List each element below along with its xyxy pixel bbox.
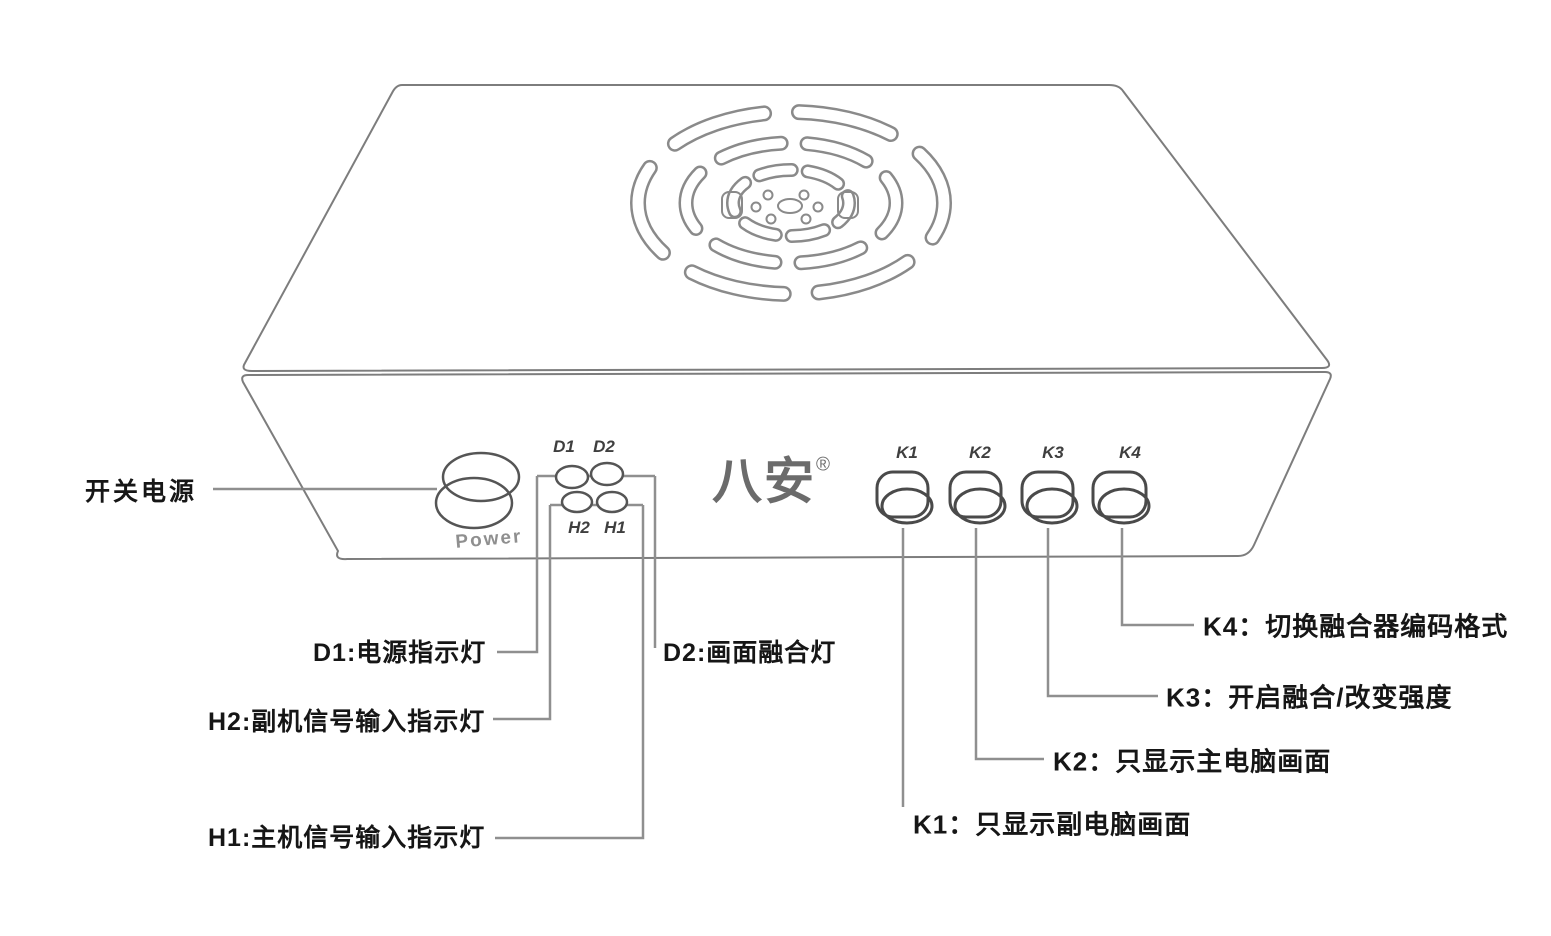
led-h1 [595,490,629,514]
button-k4 [1091,470,1151,525]
callout-k2: K2：只显示主电脑画面 [1053,746,1332,777]
power-knob [434,451,521,530]
grille-center-hole [777,198,803,214]
callout-k4: K4：切换融合器编码格式 [1203,611,1509,642]
device-top-face [242,84,1331,373]
button-k3 [1020,470,1079,525]
callout-k3: K3：开启融合/改变强度 [1166,682,1453,713]
led-label-d1: D1 [553,437,575,456]
d1-callout-line [497,476,539,654]
callout-d2: D2:画面融合灯 [663,639,837,667]
button-label-k2: K2 [969,443,991,462]
k2-callout-line [974,528,1044,761]
led-label-d2: D2 [593,437,615,456]
k-buttons [875,470,1151,525]
callout-d1: D1:电源指示灯 [313,639,487,667]
k3-callout-line [1046,528,1158,698]
fan-grille [630,104,952,302]
registered-mark-icon: ® [816,454,830,476]
led-d1 [554,464,590,490]
device-front-face [241,370,1332,561]
callout-h2: H2:副机信号输入指示灯 [208,708,486,736]
button-label-k3: K3 [1042,443,1064,462]
brand-logo-text: 八安 [712,453,816,510]
button-label-k4: K4 [1119,443,1141,462]
k4-callout-line [1120,528,1194,627]
led-label-h1: H1 [604,518,626,537]
callout-h1: H1:主机信号输入指示灯 [208,824,486,852]
led-h2 [560,490,594,514]
led-d2 [589,461,625,487]
led-label-h2: H2 [568,518,590,537]
button-k2 [948,470,1007,525]
brand-logo: 八安® [712,456,830,507]
h1-callout-line [495,505,645,840]
button-k1 [875,470,934,525]
led-indicators [554,461,629,514]
callout-k1: K1：只显示副电脑画面 [913,809,1192,840]
callout-power-switch: 开关电源 [85,478,198,506]
button-label-k1: K1 [896,443,918,462]
h2-callout-line [493,505,552,721]
